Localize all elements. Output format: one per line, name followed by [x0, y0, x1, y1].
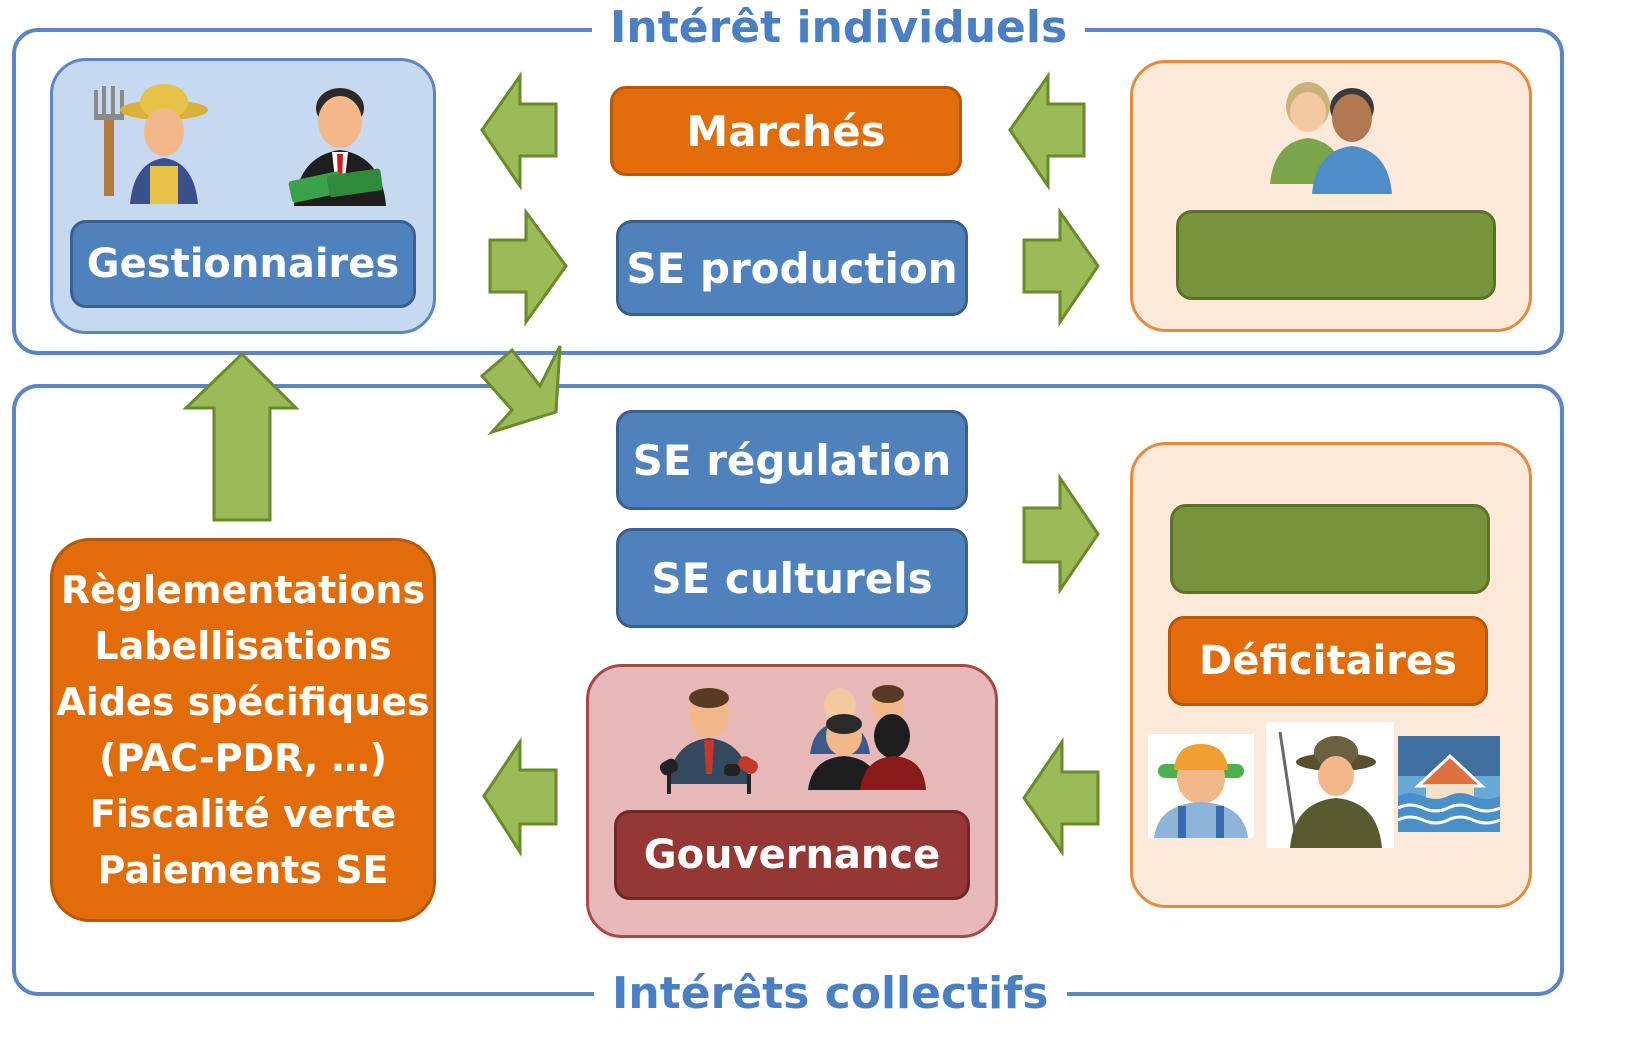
arrow-regulation-to-beneficiaries	[1022, 473, 1100, 595]
arrow-governance-to-instruments	[482, 737, 558, 858]
se-production-box: SE production	[616, 220, 968, 316]
collective-interest-title: Intérêts collectifs	[594, 968, 1067, 1020]
arrow-markets-to-managers	[480, 71, 558, 191]
arrow-managers-to-production	[488, 207, 568, 327]
individual-interest-title: Intérêt individuels	[592, 2, 1086, 54]
governance-box: Gouvernance	[614, 810, 970, 900]
beneficiaries-bottom-box	[1170, 504, 1490, 594]
policy-instruments-box: Règlementations Labellisations Aides spé…	[50, 538, 436, 922]
instrument-item: Labellisations	[94, 624, 392, 668]
arrow-production-to-beneficiaries	[1022, 207, 1100, 327]
businessman-icon	[288, 88, 386, 206]
group-icon	[808, 685, 926, 790]
arrow-instruments-to-managers	[182, 351, 300, 522]
arrow-beneficiaries-to-governance	[1022, 737, 1100, 857]
politician-icon	[659, 688, 758, 794]
instrument-item: Paiements SE	[97, 848, 389, 892]
couple-icon	[1270, 82, 1392, 194]
arrow-beneficiaries-to-markets	[1008, 71, 1086, 191]
fisherman-icon	[1266, 722, 1394, 848]
deficit-box: Déficitaires	[1168, 616, 1488, 706]
instrument-item: Fiscalité verte	[89, 792, 397, 836]
markets-box: Marchés	[610, 86, 962, 176]
beneficiaries-top-box	[1176, 210, 1496, 300]
flood-icon	[1398, 736, 1500, 832]
hiker-icon	[1148, 734, 1254, 838]
se-cultural-box: SE culturels	[616, 528, 968, 628]
instrument-item: (PAC-PDR, …)	[98, 736, 388, 780]
arrow-managers-to-regulation	[479, 345, 562, 436]
managers-box: Gestionnaires	[70, 220, 416, 308]
se-regulation-box: SE régulation	[616, 410, 968, 510]
instrument-item: Règlementations	[60, 568, 426, 612]
farmer-icon	[94, 84, 208, 204]
instrument-item: Aides spécifiques	[56, 680, 430, 724]
